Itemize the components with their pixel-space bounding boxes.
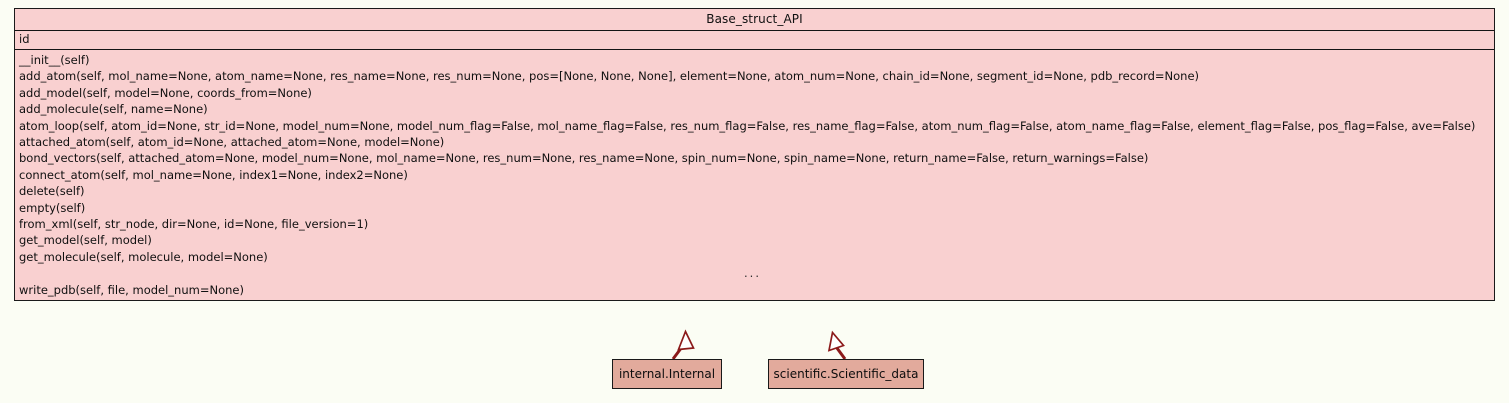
class-attributes-compartment: id — [15, 31, 1494, 50]
class-operation: bond_vectors(self, attached_atom=None, m… — [19, 151, 1149, 166]
class-operations-compartment: __init__(self) add_atom(self, mol_name=N… — [15, 50, 1494, 300]
class-operation: empty(self) — [19, 200, 86, 215]
class-operation: add_atom(self, mol_name=None, atom_name=… — [19, 69, 1200, 84]
class-operation: __init__(self) — [19, 53, 90, 67]
class-operation: add_molecule(self, name=None) — [19, 102, 208, 117]
class-operation: get_molecule(self, molecule, model=None) — [19, 249, 268, 264]
class-operation: connect_atom(self, mol_name=None, index1… — [19, 167, 408, 182]
class-operation: write_pdb(self, file, model_num=None) — [19, 282, 244, 297]
class-operation: atom_loop(self, atom_id=None, str_id=Non… — [19, 118, 1476, 133]
class-operation: from_xml(self, str_node, dir=None, id=No… — [19, 217, 369, 232]
class-operation: add_model(self, model=None, coords_from=… — [19, 85, 312, 100]
subclass-label: scientific.Scientific_data — [773, 367, 919, 381]
operations-truncation-marker: ... — [744, 266, 761, 281]
class-attribute: id — [19, 32, 30, 46]
class-title: Base_struct_API — [15, 9, 1494, 31]
generalization-arrow-internal — [671, 329, 695, 360]
class-operation: attached_atom(self, atom_id=None, attach… — [19, 135, 445, 150]
class-operation: delete(self) — [19, 184, 85, 199]
hollow-triangle-arrowhead — [827, 330, 845, 352]
hollow-triangle-arrowhead — [677, 329, 695, 351]
subclass-label: internal.Internal — [618, 367, 716, 381]
uml-class-internal-internal[interactable]: internal.Internal — [612, 359, 722, 389]
uml-class-base-struct-api: Base_struct_API id __init__(self) add_at… — [14, 8, 1495, 302]
class-operation: get_model(self, model) — [19, 233, 152, 248]
uml-class-scientific-scientific-data[interactable]: scientific.Scientific_data — [768, 359, 924, 389]
generalization-arrow-scientific — [827, 330, 847, 360]
